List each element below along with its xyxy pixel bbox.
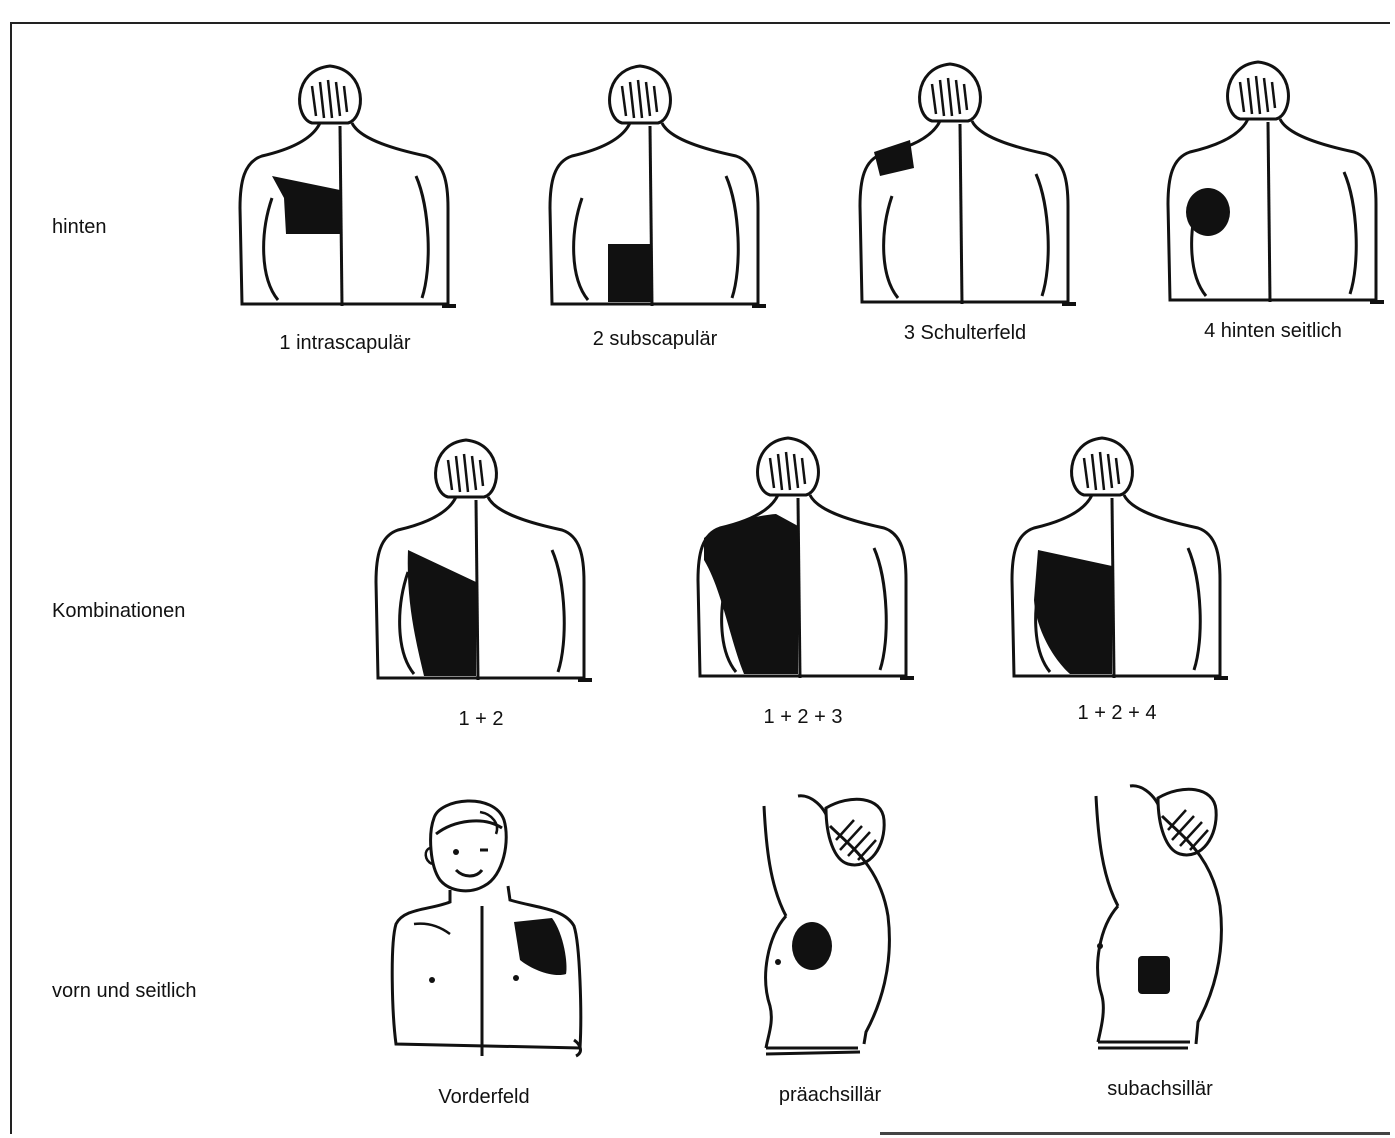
shaded-area-subachsillar <box>1138 956 1170 994</box>
row-label-kombinationen: Kombinationen <box>52 600 185 623</box>
figure-schulterfeld-drawing <box>852 56 1078 316</box>
figure-subscapular: 2 subscapulär <box>542 58 768 358</box>
figure-combo-1-2: 1 + 2 <box>368 432 594 732</box>
caption-subscapular: 2 subscapulär <box>593 328 718 351</box>
shaded-area-combo-1-2-3 <box>704 514 798 674</box>
figure-hinten-seitlich: 4 hinten seitlich <box>1160 54 1386 354</box>
shaded-area-schulterfeld <box>874 140 914 176</box>
caption-subachsillar: subachsillär <box>1107 1078 1213 1101</box>
caption-vorderfeld: Vorderfeld <box>438 1086 529 1109</box>
caption-schulterfeld: 3 Schulterfeld <box>904 322 1026 345</box>
figure-subachsillar: subachsillär <box>1060 776 1260 1116</box>
figure-combo-1-2-4-drawing <box>1004 430 1230 690</box>
figure-combo-1-2-3-drawing <box>690 430 916 690</box>
figure-schulterfeld: 3 Schulterfeld <box>852 56 1078 356</box>
caption-combo-1-2-3: 1 + 2 + 3 <box>764 706 843 729</box>
figure-praeachsillar: präachsillär <box>730 786 930 1126</box>
figure-combo-1-2-drawing <box>368 432 594 692</box>
bottom-rule <box>880 1132 1390 1135</box>
figure-subscapular-drawing <box>542 58 768 318</box>
caption-intrascapular: 1 intrascapulär <box>279 332 410 355</box>
shaded-area-vorderfeld <box>514 918 566 975</box>
shaded-area-combo-1-2 <box>408 550 476 676</box>
shaded-area-hinten-seitlich <box>1186 188 1230 236</box>
figure-combo-1-2-4: 1 + 2 + 4 <box>1004 430 1230 730</box>
caption-combo-1-2-4: 1 + 2 + 4 <box>1078 702 1157 725</box>
figure-praeachsillar-drawing <box>730 786 930 1076</box>
figure-hinten-seitlich-drawing <box>1160 54 1386 314</box>
shaded-area-combo-1-2-4 <box>1034 550 1112 674</box>
shaded-area-subscapular <box>608 244 652 302</box>
figure-intrascapular-drawing <box>232 58 458 318</box>
caption-combo-1-2: 1 + 2 <box>458 708 503 731</box>
caption-praeachsillar: präachsillär <box>779 1084 881 1107</box>
caption-hinten-seitlich: 4 hinten seitlich <box>1204 320 1342 343</box>
figure-vorderfeld: Vorderfeld <box>384 794 584 1124</box>
row-label-hinten: hinten <box>52 216 107 239</box>
shaded-area-praeachsillar <box>792 922 832 970</box>
figure-combo-1-2-3: 1 + 2 + 3 <box>690 430 916 730</box>
figure-vorderfeld-drawing <box>384 794 584 1064</box>
row-label-vorn-und-seitlich: vorn und seitlich <box>52 980 197 1003</box>
figure-subachsillar-drawing <box>1060 776 1260 1066</box>
shaded-area-intrascapular <box>272 176 340 234</box>
figure-intrascapular: 1 intrascapulär <box>232 58 458 358</box>
